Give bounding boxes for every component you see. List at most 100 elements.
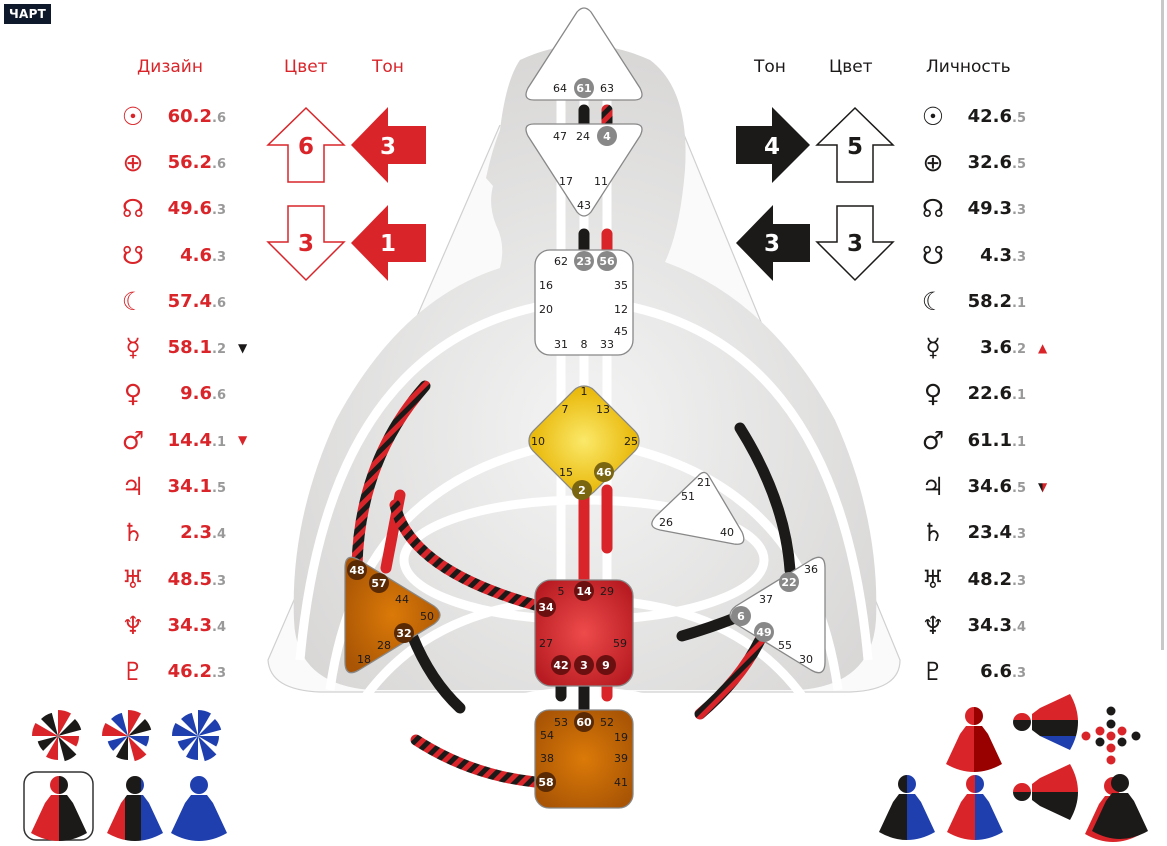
personality-planet-row[interactable]: ♃34.6.5▼ xyxy=(918,463,1068,509)
gate-50[interactable]: 50 xyxy=(420,610,434,623)
gate-5[interactable]: 5 xyxy=(558,585,565,598)
gate-25[interactable]: 25 xyxy=(624,435,638,448)
gate-49[interactable]: 49 xyxy=(756,626,771,639)
gate-6[interactable]: 6 xyxy=(737,610,745,623)
view-red-darkred-button[interactable] xyxy=(944,704,1004,779)
gate-2[interactable]: 2 xyxy=(578,484,586,497)
personality-planet-row[interactable]: ♇6.6.3 xyxy=(918,649,1068,695)
personality-planet-row[interactable]: ☿3.6.2▲ xyxy=(918,324,1068,370)
gate-55[interactable]: 55 xyxy=(778,639,792,652)
view-dots-button[interactable] xyxy=(1081,706,1141,765)
personality-planet-row[interactable]: ☊49.3.3 xyxy=(918,186,1068,232)
gate-37[interactable]: 37 xyxy=(759,593,773,606)
gate-45[interactable]: 45 xyxy=(614,325,628,338)
ajna-center[interactable] xyxy=(525,123,643,217)
gate-41[interactable]: 41 xyxy=(614,776,628,789)
head-center[interactable] xyxy=(525,7,643,101)
personality-planet-row[interactable]: ☾58.2.1 xyxy=(918,278,1068,324)
design-planet-row[interactable]: ☊49.6.3 xyxy=(118,186,268,232)
gate-30[interactable]: 30 xyxy=(799,653,813,666)
view-horizontal-red-black-button[interactable] xyxy=(1010,762,1085,822)
gate-58[interactable]: 58 xyxy=(538,776,553,789)
gate-39[interactable]: 39 xyxy=(614,752,628,765)
gate-14[interactable]: 14 xyxy=(576,585,592,598)
gate-43[interactable]: 43 xyxy=(577,199,591,212)
design-planet-row[interactable]: ♄2.3.4 xyxy=(118,510,268,556)
gate-3[interactable]: 3 xyxy=(580,659,588,672)
gate-19[interactable]: 19 xyxy=(614,731,628,744)
throat-center[interactable] xyxy=(534,249,634,356)
design-planet-row[interactable]: ☋4.6.3 xyxy=(118,232,268,278)
gate-64[interactable]: 64 xyxy=(553,82,567,95)
gate-18[interactable]: 18 xyxy=(357,653,371,666)
gate-42[interactable]: 42 xyxy=(553,659,568,672)
gate-28[interactable]: 28 xyxy=(377,639,391,652)
design-planet-row[interactable]: ♇46.2.3 xyxy=(118,649,268,695)
gate-24[interactable]: 24 xyxy=(576,130,590,143)
personality-planet-row[interactable]: ♅48.2.3 xyxy=(918,556,1068,602)
view-red-blue-button[interactable] xyxy=(945,772,1005,846)
gate-52[interactable]: 52 xyxy=(600,716,614,729)
gate-15[interactable]: 15 xyxy=(559,466,573,479)
design-planet-row[interactable]: ♀9.6.6 xyxy=(118,371,268,417)
gate-17[interactable]: 17 xyxy=(559,175,573,188)
gate-35[interactable]: 35 xyxy=(614,279,628,292)
gate-22[interactable]: 22 xyxy=(781,576,796,589)
gate-53[interactable]: 53 xyxy=(554,716,568,729)
gate-34[interactable]: 34 xyxy=(538,601,554,614)
gate-12[interactable]: 12 xyxy=(614,303,628,316)
gate-57[interactable]: 57 xyxy=(371,577,386,590)
gate-10[interactable]: 10 xyxy=(531,435,545,448)
gate-32[interactable]: 32 xyxy=(396,627,411,640)
root-center[interactable] xyxy=(534,709,634,809)
design-planet-row[interactable]: ♆34.3.4 xyxy=(118,602,268,648)
gate-38[interactable]: 38 xyxy=(540,752,554,765)
gate-51[interactable]: 51 xyxy=(681,490,695,503)
gate-54[interactable]: 54 xyxy=(540,729,554,742)
design-planet-row[interactable]: ☉60.2.6 xyxy=(118,93,268,139)
design-planet-row[interactable]: ☿58.1.2▼ xyxy=(118,324,268,370)
personality-planet-row[interactable]: ☋4.3.3 xyxy=(918,232,1068,278)
design-planet-row[interactable]: ♂14.4.1▼ xyxy=(118,417,268,463)
design-planet-row[interactable]: ☾57.4.6 xyxy=(118,278,268,324)
view-design-personality-button[interactable] xyxy=(29,773,89,846)
personality-planet-row[interactable]: ♆34.3.4 xyxy=(918,602,1068,648)
gate-31[interactable]: 31 xyxy=(554,338,568,351)
gate-56[interactable]: 56 xyxy=(599,255,615,268)
gate-9[interactable]: 9 xyxy=(602,659,610,672)
view-blue-button[interactable] xyxy=(169,773,229,846)
chart-tab[interactable]: ЧАРТ xyxy=(4,4,52,24)
gate-29[interactable]: 29 xyxy=(600,585,614,598)
gate-16[interactable]: 16 xyxy=(539,279,553,292)
design-planet-row[interactable]: ⊕56.2.6 xyxy=(118,139,268,185)
personality-planet-row[interactable]: ☉42.6.5 xyxy=(918,93,1068,139)
gate-21[interactable]: 21 xyxy=(697,476,711,489)
pinwheel-view-button[interactable] xyxy=(32,710,82,762)
gate-27[interactable]: 27 xyxy=(539,637,553,650)
gate-46[interactable]: 46 xyxy=(596,466,612,479)
gate-1[interactable]: 1 xyxy=(581,385,588,398)
gate-61[interactable]: 61 xyxy=(576,82,591,95)
gate-8[interactable]: 8 xyxy=(581,338,588,351)
solar-plexus-center[interactable] xyxy=(729,556,826,674)
pinwheel-view-button[interactable] xyxy=(102,710,152,762)
gate-36[interactable]: 36 xyxy=(804,563,818,576)
personality-planet-row[interactable]: ♀22.6.1 xyxy=(918,371,1068,417)
pinwheel-view-button[interactable] xyxy=(172,710,222,762)
gate-20[interactable]: 20 xyxy=(539,303,553,316)
scrollbar[interactable] xyxy=(1161,0,1164,650)
gate-26[interactable]: 26 xyxy=(659,516,673,529)
design-planet-row[interactable]: ♅48.5.3 xyxy=(118,556,268,602)
view-tri-color-button[interactable] xyxy=(105,773,165,846)
design-planet-row[interactable]: ♃34.1.5 xyxy=(118,463,268,509)
spleen-center[interactable] xyxy=(344,556,441,674)
view-horizontal-tri-button[interactable] xyxy=(1010,692,1085,752)
personality-planet-row[interactable]: ⊕32.6.5 xyxy=(918,139,1068,185)
view-black-blue-button[interactable] xyxy=(877,772,937,846)
gate-13[interactable]: 13 xyxy=(596,403,610,416)
personality-planet-row[interactable]: ♂61.1.1 xyxy=(918,417,1068,463)
gate-62[interactable]: 62 xyxy=(554,255,568,268)
gate-63[interactable]: 63 xyxy=(600,82,614,95)
gate-23[interactable]: 23 xyxy=(576,255,591,268)
gate-47[interactable]: 47 xyxy=(553,130,567,143)
